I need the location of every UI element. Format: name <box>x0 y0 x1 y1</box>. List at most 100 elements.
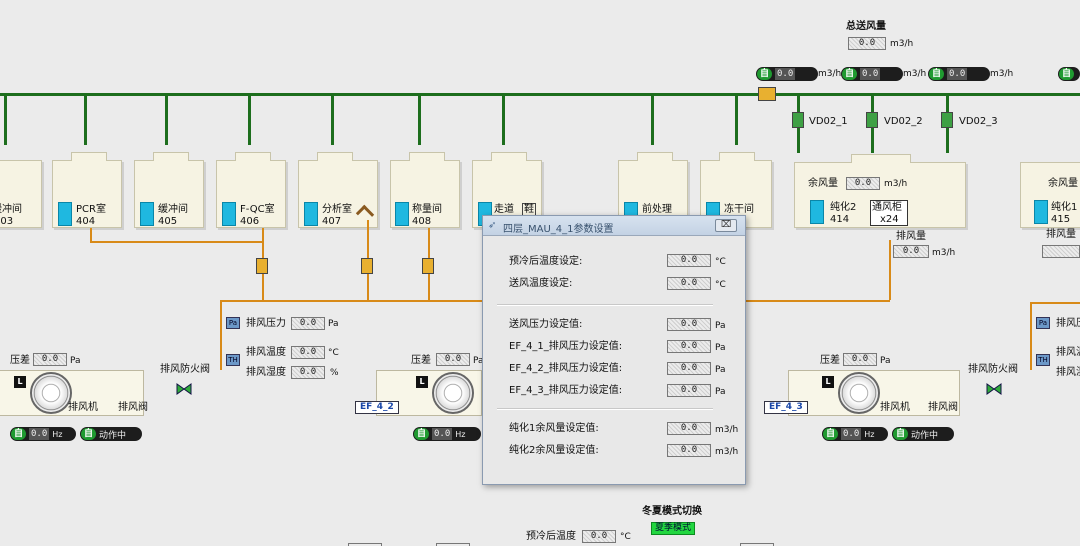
fan-wheel-icon <box>432 372 474 414</box>
room-name: 前处理 <box>642 204 672 215</box>
room-406[interactable] <box>216 152 286 228</box>
close-button[interactable]: ⌧ <box>715 219 737 232</box>
diff-pressure-value: 0.0 <box>33 353 67 366</box>
exhaust-temp-label: 排风温 <box>1056 347 1080 358</box>
valve-label: 排风阀 <box>118 402 148 413</box>
setting-value[interactable]: 0.0 <box>667 444 711 457</box>
setting-unit: m3/h <box>715 425 739 435</box>
exhaust-value <box>1042 245 1080 258</box>
dialog-title: 四层_MAU_4_1参数设置 <box>503 224 614 235</box>
exhaust-unit: m3/h <box>932 248 956 258</box>
exhaust-branch <box>889 240 891 300</box>
door-icon <box>395 202 409 226</box>
fire-damper-icon[interactable] <box>986 383 1002 395</box>
setting-label: 纯化2余风量设定值: <box>509 445 599 456</box>
fire-damper-icon[interactable] <box>176 383 192 395</box>
exhaust-label: 排风量 <box>896 231 926 242</box>
fume-hood-box[interactable] <box>870 200 908 226</box>
setting-unit: m3/h <box>715 447 739 457</box>
exhaust-damper[interactable] <box>422 258 434 274</box>
door-icon <box>1034 200 1048 224</box>
auto-mode-badge: 自 <box>823 428 839 440</box>
diff-pressure-value: 0.0 <box>843 353 877 366</box>
exhaust-damper[interactable] <box>361 258 373 274</box>
fan-tag: EF_4_3 <box>764 401 808 414</box>
fan-label: 排风机 <box>68 402 98 413</box>
divider <box>497 408 713 410</box>
setting-value[interactable]: 0.0 <box>667 254 711 267</box>
exhaust-damper[interactable] <box>256 258 268 274</box>
fire-damper-label: 排风防火阀 <box>968 364 1018 375</box>
supply-drop <box>4 93 7 145</box>
door-icon <box>58 202 72 226</box>
valve-label: 排风阀 <box>928 402 958 413</box>
frequency-unit: Hz <box>864 429 875 439</box>
fume-hood-count: x24 <box>880 214 899 225</box>
diff-pressure-unit: Pa <box>473 356 484 366</box>
airflow-unit: m3/h <box>990 69 1014 79</box>
door-icon <box>140 202 154 226</box>
vd02-2-damper[interactable] <box>866 112 878 128</box>
total-airflow-unit: m3/h <box>890 39 914 49</box>
exhaust-humidity-label: 排风湿 <box>1056 367 1080 378</box>
dialog-titlebar[interactable]: ➶ 四层_MAU_4_1参数设置 ⌧ <box>483 216 745 236</box>
setting-label: 纯化1余风量设定值: <box>509 423 599 434</box>
room-number: 407 <box>322 216 342 227</box>
supply-airflow-pill-4[interactable]: 自 <box>1058 67 1080 81</box>
supply-drop <box>651 93 654 145</box>
vd02-1-damper[interactable] <box>792 112 804 128</box>
setting-unit: °C <box>715 280 726 290</box>
supply-main-duct <box>0 93 1080 96</box>
main-supply-damper[interactable] <box>758 87 776 101</box>
door-icon <box>222 202 236 226</box>
exhaust-temp-label: 排风温度 <box>246 347 286 358</box>
fire-damper-label: 排风防火阀 <box>160 364 210 375</box>
th-sensor-icon: TH <box>226 354 240 366</box>
auto-mode-badge: 自 <box>893 428 909 440</box>
exhaust-humidity-label: 排风湿度 <box>246 367 286 378</box>
supply-drop <box>165 93 168 145</box>
setting-value[interactable]: 0.0 <box>667 422 711 435</box>
vd-label: VD02_1 <box>809 116 848 127</box>
room-415[interactable] <box>1020 162 1080 228</box>
diff-pressure-unit: Pa <box>880 356 891 366</box>
parameter-settings-dialog[interactable]: ➶ 四层_MAU_4_1参数设置 ⌧ 预冷后温度设定: 0.0 °C 送风温度设… <box>482 215 746 485</box>
setting-value[interactable]: 0.0 <box>667 362 711 375</box>
diff-pressure-label: 压差 <box>820 355 840 366</box>
room-name: 分析室 <box>322 204 352 215</box>
frequency-unit: Hz <box>52 429 63 439</box>
vd02-3-damper[interactable] <box>941 112 953 128</box>
setting-value[interactable]: 0.0 <box>667 384 711 397</box>
precool-temp-value: 0.0 <box>582 530 616 543</box>
residual-label: 余风量 <box>808 178 838 189</box>
room-403[interactable] <box>0 160 42 228</box>
fan-status-pill[interactable]: 自动作中 <box>80 427 142 441</box>
setting-value[interactable]: 0.0 <box>667 318 711 331</box>
frequency-unit: Hz <box>455 429 466 439</box>
bottom-value-box <box>348 543 382 546</box>
room-number: 408 <box>412 216 432 227</box>
precool-temp-label: 预冷后温度 <box>526 531 576 542</box>
room-name: 冻干间 <box>724 204 754 215</box>
setting-label: EF_4_2_排风压力设定值: <box>509 363 623 374</box>
setting-label: 送风压力设定值: <box>509 319 583 330</box>
room-name: 走道 <box>494 204 514 215</box>
setting-label: 预冷后温度设定: <box>509 256 583 267</box>
room-name: 纯化2 <box>830 202 857 213</box>
setting-label: 送风温度设定: <box>509 278 573 289</box>
season-mode-button[interactable]: 夏季模式 <box>651 522 696 535</box>
fan-status-pill[interactable]: 自动作中 <box>892 427 954 441</box>
auto-mode-badge: 自 <box>81 428 97 440</box>
room-name: 纯化1 <box>1051 202 1078 213</box>
setting-value[interactable]: 0.0 <box>667 340 711 353</box>
exhaust-branch <box>1030 302 1032 370</box>
auto-mode-badge: 自 <box>11 428 27 440</box>
exhaust-label: 排风量 <box>1046 229 1076 240</box>
setting-value[interactable]: 0.0 <box>667 277 711 290</box>
